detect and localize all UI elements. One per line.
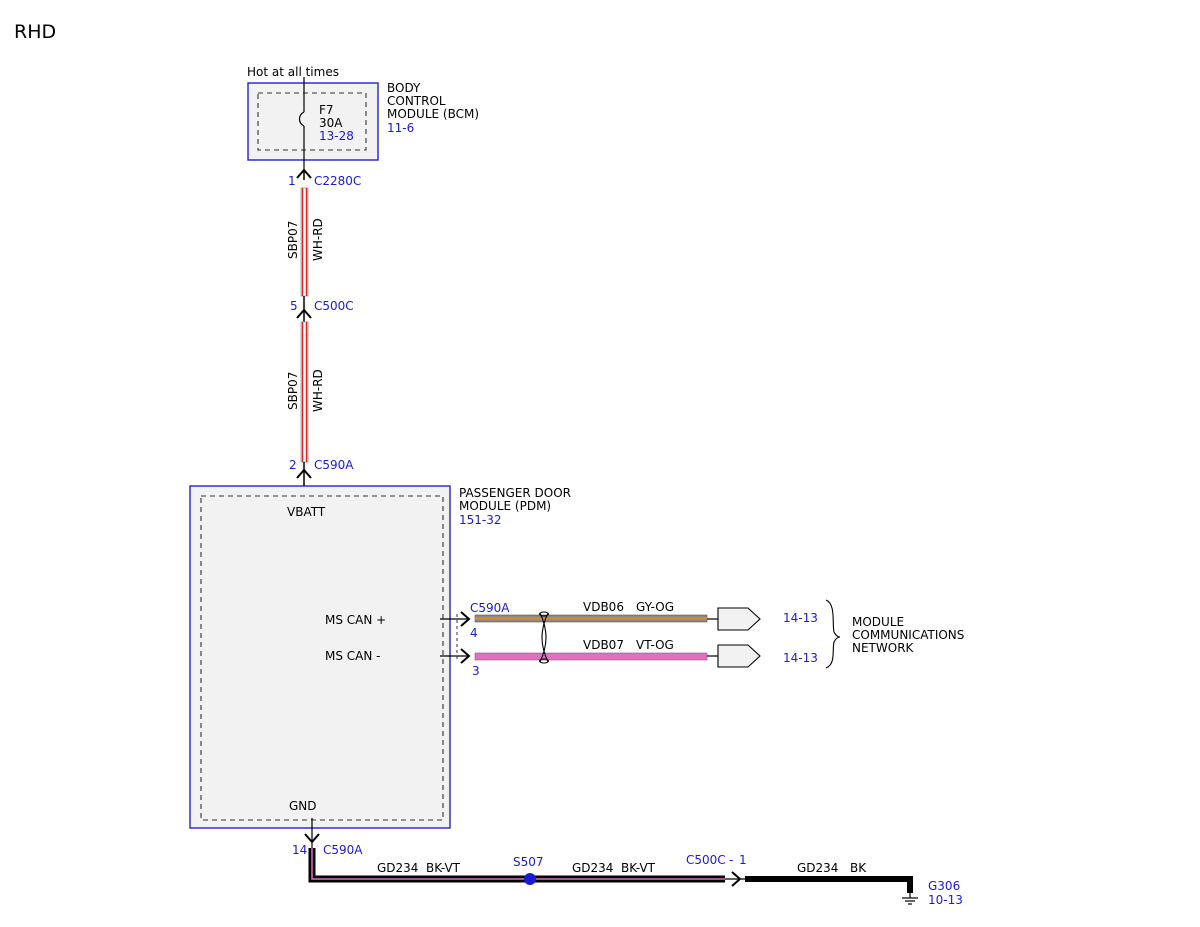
pdm-name-line-2: MODULE (PDM): [459, 499, 551, 513]
bcm-feed-label: Hot at all times: [247, 65, 339, 79]
pdm-box: [189, 485, 451, 829]
c590a-ground-label[interactable]: C590A: [323, 843, 363, 857]
network-name-line-2: COMMUNICATIONS: [852, 628, 964, 642]
wire-vdb07-color: VT-OG: [636, 638, 674, 652]
c590a-power-pin: 2: [289, 458, 297, 472]
wire-gd234-2-color: BK-VT: [621, 861, 656, 875]
wire-sbp07-upper-circuit: SBP07: [286, 221, 300, 259]
wire-vdb07[interactable]: [474, 652, 708, 661]
c590a-can-label[interactable]: C590A: [470, 601, 510, 615]
connector-c590a-ground-icon: [304, 833, 320, 844]
pdm-pin-ms-can-plus: MS CAN +: [325, 613, 386, 627]
pdm-pin-ms-can-minus: MS CAN -: [325, 649, 381, 663]
wire-gd234-1-color: BK-VT: [426, 861, 461, 875]
c590a-can-plus-pin: 4: [470, 626, 478, 640]
wire-sbp07-upper-color: WH-RD: [311, 218, 325, 261]
wire-gd234-bk-vt[interactable]: [308, 848, 725, 883]
c2280c-label[interactable]: C2280C: [314, 174, 361, 188]
bcm-name-line-3: MODULE (BCM): [387, 107, 479, 121]
pdm-ref[interactable]: 151-32: [459, 513, 502, 527]
fuse-rating: 30A: [319, 116, 343, 130]
svg-text:-: -: [729, 853, 733, 867]
wire-vdb07-circuit: VDB07: [583, 638, 624, 652]
bcm-box: [247, 82, 379, 161]
page-title: RHD: [14, 21, 56, 43]
wire-gd234-bk[interactable]: [745, 876, 913, 893]
network-name-line-3: NETWORK: [852, 641, 915, 655]
wire-stripe-violet: [311, 848, 725, 880]
c500c-pin: 5: [290, 299, 298, 313]
c500c-ground-pin: 1: [739, 853, 747, 867]
ground-g306-ref[interactable]: 10-13: [928, 893, 963, 907]
twisted-pair-icon: [539, 612, 549, 663]
wire-gd234-3-color: BK: [850, 861, 867, 875]
network-ref-minus[interactable]: 14-13: [783, 651, 818, 665]
wire-sbp07-upper[interactable]: [300, 187, 309, 297]
body-control-module: Hot at all times BODY CONTROL MODULE (BC…: [247, 65, 479, 172]
wire-gd234-3-circuit: GD234: [797, 861, 838, 875]
fuse-ref[interactable]: 13-28: [319, 129, 354, 143]
ground-g306-icon: [902, 893, 918, 905]
splice-s507-label[interactable]: S507: [513, 855, 544, 869]
splice-s507-icon[interactable]: [524, 873, 536, 885]
passenger-door-module: VBATT MS CAN + MS CAN - GND PASSENGER DO…: [189, 485, 571, 829]
wire-gd234-2-circuit: GD234: [572, 861, 613, 875]
bcm-name-line-1: BODY: [387, 81, 421, 95]
c590a-power-label[interactable]: C590A: [314, 458, 354, 472]
wire-vdb06-color: GY-OG: [636, 600, 674, 614]
c590a-ground-pin: 14: [292, 843, 307, 857]
wire-sbp07-lower[interactable]: [300, 321, 309, 463]
network-brace-icon: [825, 599, 841, 669]
pdm-name-line-1: PASSENGER DOOR: [459, 486, 571, 500]
c500c-label[interactable]: C500C: [314, 299, 354, 313]
ground-g306-label[interactable]: G306: [928, 879, 960, 893]
c2280c-pin: 1: [288, 174, 296, 188]
bcm-ref[interactable]: 11-6: [387, 121, 414, 135]
wire-sbp07-lower-color: WH-RD: [311, 369, 325, 412]
network-ref-plus[interactable]: 14-13: [783, 611, 818, 625]
network-continuation-plus-icon[interactable]: [717, 607, 761, 631]
wire-vdb06[interactable]: [474, 614, 708, 623]
connector-c590a-can-minus-icon: [460, 648, 471, 664]
bcm-inner-box: [257, 92, 367, 151]
wire-vdb06-circuit: VDB06: [583, 600, 624, 614]
connector-c590a-can-plus-icon: [460, 611, 471, 627]
bcm-name-line-2: CONTROL: [387, 94, 446, 108]
network-continuation-minus-icon[interactable]: [717, 644, 761, 668]
pdm-pin-gnd: GND: [289, 799, 317, 813]
network-name-line-1: MODULE: [852, 615, 904, 629]
wire-gd234-1-circuit: GD234: [377, 861, 418, 875]
wire-sbp07-lower-circuit: SBP07: [286, 372, 300, 410]
c500c-ground-label[interactable]: C500C: [686, 853, 726, 867]
fuse-f7-icon: [298, 111, 305, 127]
c590a-can-minus-pin: 3: [472, 664, 480, 678]
pdm-inner-box: [200, 495, 444, 821]
pdm-pin-vbatt: VBATT: [287, 505, 326, 519]
fuse-name: F7: [319, 103, 334, 117]
